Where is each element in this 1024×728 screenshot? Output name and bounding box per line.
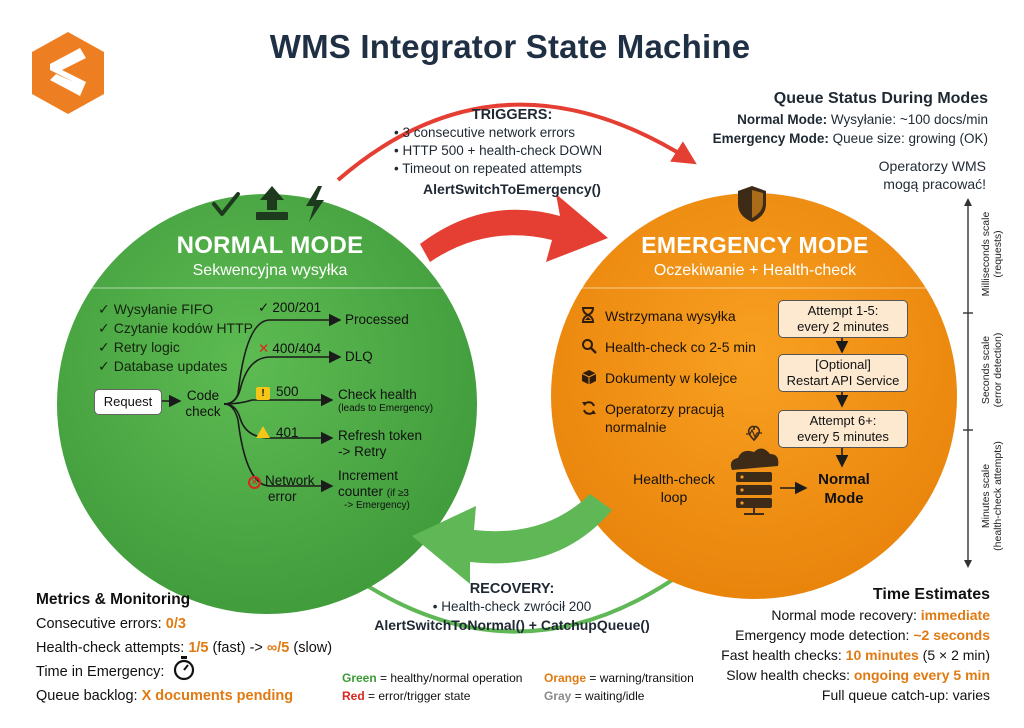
recovery-transition-arrow xyxy=(412,494,612,584)
metrics-heading: Metrics & Monitoring xyxy=(36,591,191,608)
triggers-block: TRIGGERS: • 3 consecutive network errors… xyxy=(392,106,632,198)
branch-processed: Processed xyxy=(345,312,409,327)
queue-status-block: Queue Status During Modes Normal Mode: W… xyxy=(713,89,988,148)
heartbeat-icon xyxy=(746,425,762,442)
metric-time-in-emergency: Time in Emergency: xyxy=(36,664,165,680)
legend-orange: Orange = warning/transition xyxy=(544,671,694,685)
emergency-mode-subtitle: Oczekiwanie + Health-check xyxy=(653,262,857,279)
branch-dlq: DLQ xyxy=(345,349,373,364)
optional-restart-node: [Optional] Restart API Service xyxy=(778,354,908,392)
list-item: ✓Database updates xyxy=(98,358,228,374)
legend-red: Red = error/trigger state xyxy=(342,689,471,703)
attempt-1-5-node: Attempt 1-5: every 2 minutes xyxy=(778,300,908,338)
magnifier-icon xyxy=(581,338,603,358)
recovery-arc xyxy=(331,558,702,634)
shield-icon xyxy=(738,186,766,222)
operators-note: Operatorzy WMS mogą pracować! xyxy=(878,158,986,192)
box-icon xyxy=(581,369,603,389)
list-item: ✓Czytanie kodów HTTP xyxy=(98,320,254,336)
queue-status-heading: Queue Status During Modes xyxy=(773,90,988,107)
page-title: WMS Integrator State Machine xyxy=(269,28,751,65)
recovery-block: RECOVERY: • Health-check zwrócił 200 Ale… xyxy=(372,581,652,634)
normal-mode-subtitle: Sekwencyjna wysyłka xyxy=(192,262,348,279)
emergency-mode-features: Wstrzymana wysyłka Health-check co 2-5 m… xyxy=(581,307,756,440)
metric-health-check: Health-check attempts: 1/5 (fast) -> ∞/5… xyxy=(36,640,333,656)
code-check-node: Code check xyxy=(185,388,221,419)
list-item: Dokumenty w kolejce xyxy=(581,369,756,400)
scale-ms-label: Milliseconds scale(requests) xyxy=(980,211,1004,297)
metric-queue-backlog: Queue backlog: X documents pending xyxy=(36,688,294,704)
estimate-row: Emergency mode detection: ~2 seconds xyxy=(735,627,990,643)
normal-mode-title: NORMAL MODE xyxy=(176,232,364,259)
time-estimates-block: Time Estimates Normal mode recovery: imm… xyxy=(721,585,990,705)
hourglass-icon xyxy=(581,307,603,327)
refresh-icon xyxy=(581,400,603,420)
metrics-block: Metrics & Monitoring Consecutive errors:… xyxy=(36,588,332,708)
branch-increment: Increment counter (if ≥3 -> Emergency) xyxy=(338,468,410,511)
trigger-item: • HTTP 500 + health-check DOWN xyxy=(394,143,603,158)
normal-mode-features: ✓Wysyłanie FIFO ✓Czytanie kodów HTTP ✓Re… xyxy=(98,300,253,376)
normal-mode-target: Normal Mode xyxy=(818,471,870,507)
logo-icon xyxy=(32,32,104,114)
metric-consecutive: Consecutive errors: 0/3 xyxy=(36,616,186,632)
emergency-mode-title: EMERGENCY MODE xyxy=(641,232,869,258)
trigger-item: • 3 consecutive network errors xyxy=(394,125,576,140)
server-cloud-icon xyxy=(730,448,779,515)
trigger-arc xyxy=(336,102,697,182)
trigger-item: • Timeout on repeated attempts xyxy=(394,161,582,176)
triggers-heading: TRIGGERS: xyxy=(471,107,553,123)
scale-min-label: Minutes scale(health-check attempts) xyxy=(980,441,1004,551)
emergency-transition-arrow xyxy=(420,194,608,262)
branch-check-health: Check health (leads to Emergency) xyxy=(338,387,434,414)
branch-500: !500 xyxy=(256,384,299,400)
legend: Green = healthy/normal operation Orange … xyxy=(342,669,746,705)
lightning-icon xyxy=(306,186,324,222)
list-item: ✓Wysyłanie FIFO xyxy=(98,301,214,317)
attempt-6-node: Attempt 6+: every 5 minutes xyxy=(778,410,908,448)
legend-gray: Gray = waiting/idle xyxy=(544,689,645,703)
scale-s-label: Seconds scale(error detection) xyxy=(980,332,1004,408)
branch-200: ✓200/201 xyxy=(258,300,322,315)
branch-400: ✕400/404 xyxy=(258,341,322,356)
branch-refresh: Refresh token -> Retry xyxy=(338,428,423,459)
recovery-heading: RECOVERY: xyxy=(469,581,555,597)
queue-status-normal: Normal Mode: Wysyłanie: ~100 docs/min xyxy=(737,112,988,127)
branch-network-error: ✕Network error xyxy=(248,473,315,505)
recovery-item: • Health-check zwrócił 200 xyxy=(432,599,592,614)
legend-green: Green = healthy/normal operation xyxy=(342,671,523,685)
list-item: Health-check co 2-5 min xyxy=(581,338,756,369)
estimate-row: Slow health checks: ongoing every 5 min xyxy=(726,667,990,683)
emergency-mode-circle xyxy=(551,193,957,599)
stopwatch-icon xyxy=(173,656,195,681)
recovery-function: AlertSwitchToNormal() + CatchupQueue() xyxy=(374,617,650,633)
queue-status-emergency: Emergency Mode: Queue size: growing (OK) xyxy=(712,131,988,146)
time-estimates-heading: Time Estimates xyxy=(872,586,990,603)
estimate-row: Fast health checks: 10 minutes (5 × 2 mi… xyxy=(721,647,990,663)
health-check-loop-label: Health-check loop xyxy=(633,471,715,505)
checkmark-icon xyxy=(212,192,240,216)
request-node: Request xyxy=(94,389,162,415)
trigger-function: AlertSwitchToEmergency() xyxy=(423,181,601,197)
normal-mode-circle xyxy=(57,194,477,614)
upload-icon xyxy=(256,186,288,220)
list-item: Wstrzymana wysyłka xyxy=(581,307,756,338)
branch-401: 401 xyxy=(256,425,299,441)
estimate-row: Normal mode recovery: immediate xyxy=(771,607,990,623)
estimate-row: Full queue catch-up: varies xyxy=(821,687,990,703)
list-item: ✓Retry logic xyxy=(98,339,180,355)
